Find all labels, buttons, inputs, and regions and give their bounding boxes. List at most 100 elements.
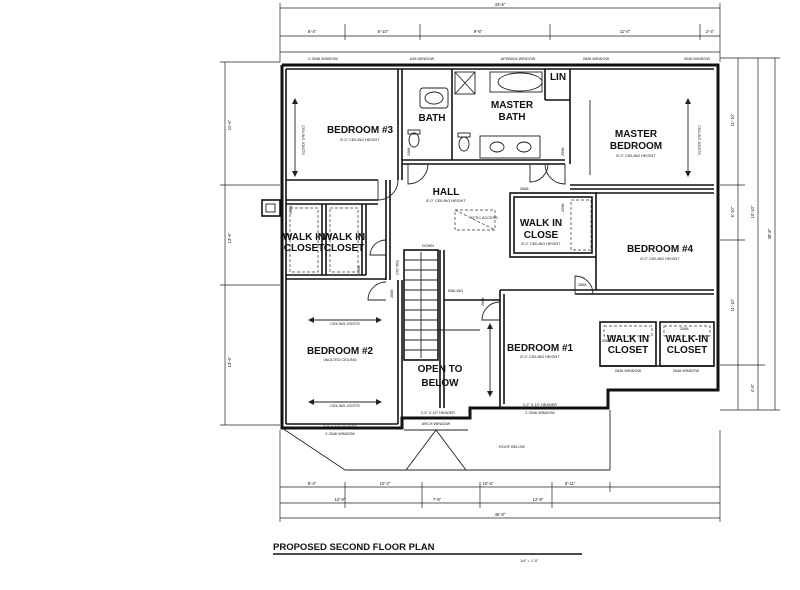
vaulted-note-bedroom-2: VAULTED CEILING [323, 358, 356, 362]
room-master-bedroom-1: MASTER [615, 129, 658, 140]
roof-below-label: ROOF BELOW [499, 445, 525, 449]
room-bath: BATH [418, 113, 445, 124]
joist-markers: CEILING JOISTS CEILING JOISTS CEILING JO… [292, 98, 701, 408]
room-open-to-1: OPEN TO [418, 364, 463, 375]
door-2668-d: 2668 [578, 283, 586, 287]
header-note-2: 2-2" X 10" HEADER [421, 411, 455, 415]
window-top-2: A36 WINDOW [410, 57, 435, 61]
ceiling-note-hall: 8'-0" CEILING HEIGHT [426, 199, 466, 203]
ceiling-note-master: 8'-0" CEILING HEIGHT [616, 154, 656, 158]
dim-left-3: 13'-6" [227, 356, 232, 367]
room-bedroom-3: BEDROOM #3 [327, 125, 394, 136]
dim-bottom-7: 12'-8" [533, 497, 544, 502]
door-2068-f: 2068 [602, 339, 610, 343]
dim-bottom-overall: 45'-8" [495, 512, 506, 517]
room-master-bath-2: BATH [498, 112, 525, 123]
room-walk-in-closet-4: WALK IN [607, 334, 649, 345]
dim-left-2: 13'-6" [227, 232, 232, 243]
dim-right-1: 11'-10" [730, 113, 735, 126]
dim-right-3: 11'-10" [730, 298, 735, 311]
room-open-to-2: BELOW [421, 378, 459, 389]
top-dimensions: 43'-6" 6'-4" 8'-10" 9'-6" 11'-0" 2'-4" 2… [279, 2, 721, 62]
dim-bottom-2: 10'-2" [380, 481, 391, 486]
door-2668-a: 2668 [390, 290, 394, 298]
dim-bottom-5: 12'-8" [335, 497, 346, 502]
exterior-walls [261, 63, 720, 430]
door-2668-c: 2668 [481, 298, 485, 306]
window-bottom-3: 2646 WINDOW [615, 369, 642, 373]
window-bottom-2: 2-3046 WINDOW [525, 411, 555, 415]
dim-top-seg5: 2'-4" [706, 29, 715, 34]
ceiling-note-close: 8'-0" CEILING HEIGHT [521, 242, 561, 246]
room-walk-in-closet-2: WALK IN [323, 232, 365, 243]
door-2668-b: 2668 [520, 187, 528, 191]
window-top-4: 2646 WINDOW [583, 57, 610, 61]
window-bottom-1: 2-3046 WINDOW [325, 432, 355, 436]
ceiling-joists-note-2: CEILING JOISTS [330, 404, 360, 408]
room-labels: BEDROOM #3 8'-0" CEILING HEIGHT BATH MAS… [283, 72, 709, 389]
room-master-bath-1: MASTER [491, 100, 534, 111]
header-note-1: 2-2" X 10" HEADER [323, 425, 357, 429]
stairs-down-label: DOWN [422, 244, 434, 248]
room-bedroom-2: BEDROOM #2 [307, 346, 374, 357]
door-2068-e: 2068 [561, 204, 565, 212]
railing-label-2: RAILING [448, 289, 463, 293]
railing-label-1: RAILING [395, 260, 399, 275]
dim-left-1: 11'-6" [227, 119, 232, 130]
dim-top-seg2: 8'-10" [378, 29, 389, 34]
dim-bottom-1: 8'-4" [308, 481, 317, 486]
bottom-dimensions: 8'-4" 10'-2" 10'-5" 8'-11" 12'-8" 7'-6" … [279, 430, 721, 522]
ceiling-joists-note-3: CEILING JOISTS [301, 125, 305, 155]
attic-access-label: ATTIC ACCESS [470, 216, 498, 220]
dim-bottom-3: 10'-5" [483, 481, 494, 486]
door-2068-g: 2068 [680, 327, 688, 331]
dim-right-2: 6'-10" [730, 206, 735, 217]
room-walk-in-close-3: WALK IN [520, 218, 562, 229]
room-bedroom-4: BEDROOM #4 [627, 244, 694, 255]
room-closet-1: CLOSET [284, 243, 325, 254]
room-close-3: CLOSE [524, 230, 559, 241]
title-block: PROPOSED SECOND FLOOR PLAN 1/4" = 1'-0" [273, 542, 582, 563]
header-note-3: 2-2" X 10" HEADER [523, 403, 557, 407]
dim-top-seg4: 11'-0" [620, 29, 631, 34]
dim-bottom-6: 7'-6" [433, 497, 442, 502]
room-closet-2: CLOSET [324, 243, 365, 254]
ceiling-note-bedroom-3: 8'-0" CEILING HEIGHT [340, 138, 380, 142]
right-dimensions: 11'-10" 6'-10" 11'-10" 4'-6" 38'-8" 10'-… [720, 57, 780, 411]
dim-top-overall: 43'-6" [495, 2, 506, 7]
door-2068-a: 2068 [289, 206, 293, 214]
bath-fixtures [407, 71, 543, 159]
ceiling-note-bedroom-4: 8'-0" CEILING HEIGHT [640, 257, 680, 261]
ceiling-note-bedroom-1: 8'-0" CEILING HEIGHT [520, 355, 560, 359]
room-hall: HALL [433, 187, 460, 198]
ceiling-joists-note-4: CEILING JOISTS [697, 125, 701, 155]
door-2068-d: 2068 [561, 148, 565, 156]
dim-right-overall: 38'-8" [767, 228, 772, 239]
arch-window-label: ARCH WINDOW [422, 422, 451, 426]
room-closet-5: CLOSET [667, 345, 708, 356]
dim-top-seg1: 6'-4" [308, 29, 317, 34]
door-2068-c: 2068 [407, 148, 411, 156]
room-master-bedroom-2: BEDROOM [610, 141, 662, 152]
window-top-1: 2-3046 WINDOW [308, 57, 338, 61]
door-swings [367, 163, 594, 321]
interior-walls [286, 69, 715, 424]
dim-top-seg3: 9'-6" [474, 29, 483, 34]
left-dimensions: 11'-6" 13'-6" 13'-6" [220, 61, 280, 426]
door-labels: 2068 2068 2668 2068 2668 2068 2068 2668 … [289, 148, 688, 343]
plan-title: PROPOSED SECOND FLOOR PLAN [273, 542, 435, 553]
attic-access: ATTIC ACCESS [454, 209, 498, 231]
ceiling-joists-note-1: CEILING JOISTS [330, 322, 360, 326]
window-top-3: AFW5004 WINDOW [501, 57, 536, 61]
arch-window-area: ARCH WINDOW ROOF BELOW [281, 410, 611, 471]
room-bedroom-1: BEDROOM #1 [507, 343, 574, 354]
room-walk-in-closet-1: WALK IN [283, 232, 325, 243]
stairs: DOWN RAILING RAILING [395, 244, 463, 361]
room-walk-in-closet-5: WALK-IN [666, 334, 709, 345]
room-lin: LIN [550, 72, 566, 83]
door-2068-b: 2068 [357, 266, 361, 274]
plan-scale: 1/4" = 1'-0" [520, 559, 539, 563]
dim-right-4: 4'-6" [750, 383, 755, 392]
window-bottom-4: 2646 WINDOW [673, 369, 700, 373]
